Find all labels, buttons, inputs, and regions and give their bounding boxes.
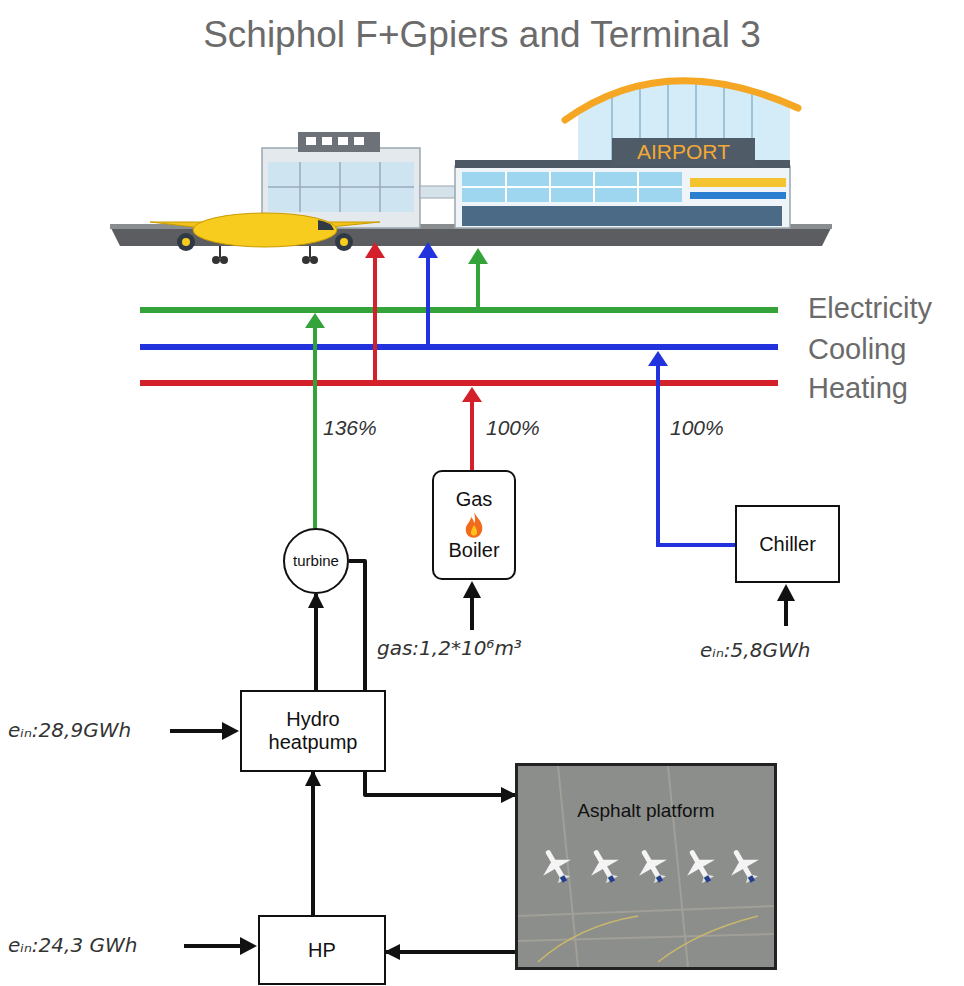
flow-arrow [386, 950, 515, 954]
diagram-title: Schiphol F+Gpiers and Terminal 3 [0, 14, 964, 56]
input-label: eᵢₙ:5,8GWh [700, 638, 810, 663]
platform-picture [518, 766, 774, 967]
efficiency-label: 100% [486, 415, 540, 441]
airport-illustration [110, 80, 832, 264]
chiller-box: Chiller [735, 505, 840, 583]
bus-name: Heating [808, 370, 908, 406]
sign-text: AIRPORT [612, 139, 755, 165]
hp-box: HP [258, 915, 386, 985]
node-label: turbine [293, 552, 339, 569]
input-label: gas:1,2*10⁶m³ [377, 636, 522, 661]
node-text: Asphalt platform [577, 800, 714, 822]
boiler-box: GasBoiler [432, 470, 516, 580]
asphalt-platform: Asphalt platform [515, 763, 777, 970]
bus-name: Cooling [808, 331, 906, 367]
input-label: eᵢₙ:28,9GWh [8, 718, 131, 743]
flow-arrow [311, 772, 315, 915]
turbine-circle: turbine [283, 528, 349, 594]
node-text: Boiler [448, 539, 499, 562]
node-text: Gas [456, 488, 493, 511]
efficiency-label: 136% [323, 415, 377, 441]
node-text: HP [308, 939, 336, 962]
efficiency-label: 100% [670, 415, 724, 441]
flame-icon [463, 511, 485, 539]
flow-arrow [314, 594, 318, 690]
heatpump-box: Hydro heatpump [240, 690, 386, 772]
input-label: eᵢₙ:24,3 GWh [8, 933, 137, 958]
node-text: Chiller [759, 533, 816, 556]
bus-name: Electricity [808, 290, 932, 326]
node-text: Hydro heatpump [260, 708, 366, 754]
